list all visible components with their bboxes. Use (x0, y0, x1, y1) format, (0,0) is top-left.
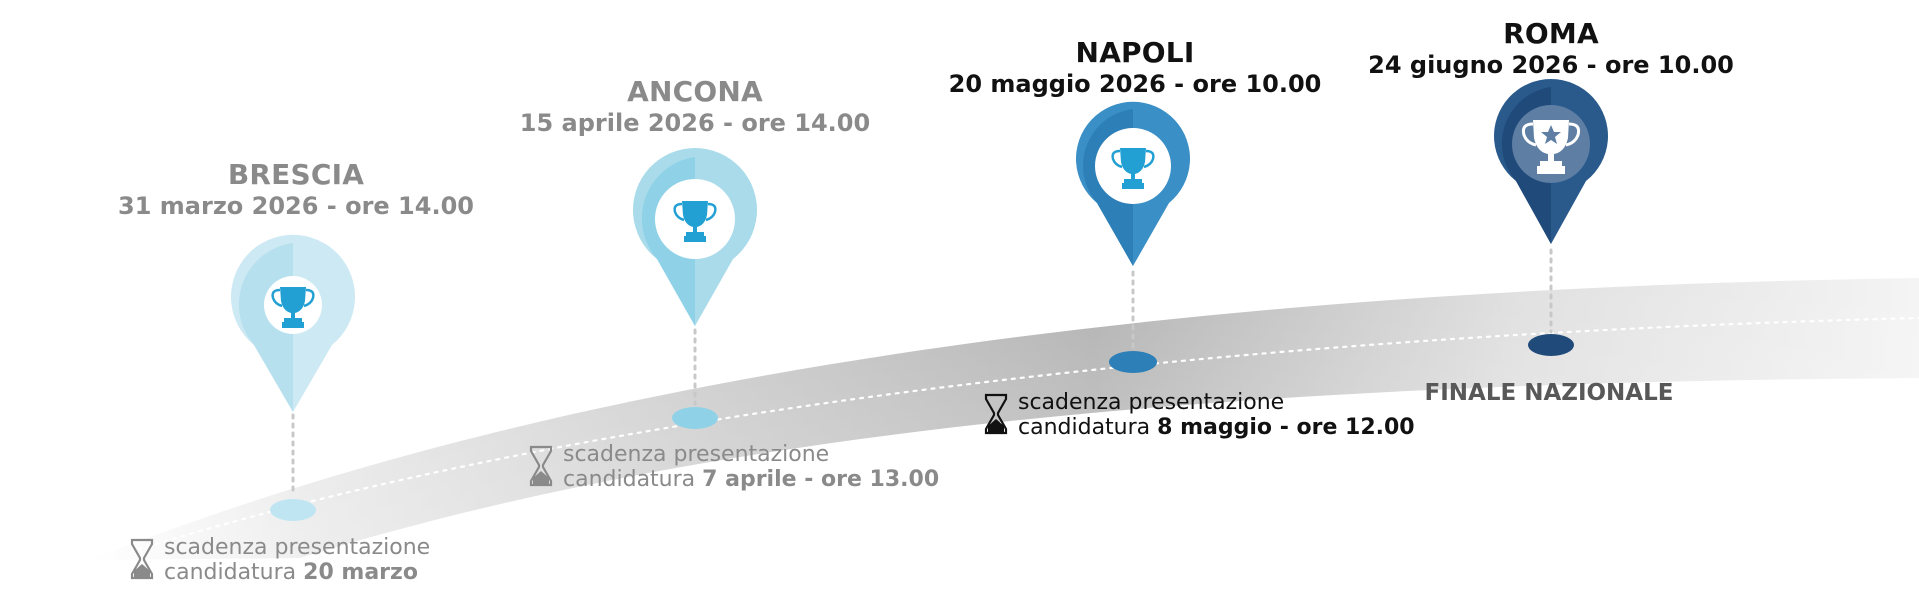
ancona-marker (672, 407, 718, 429)
deadline-date: 7 aprile - ore 13.00 (702, 466, 940, 492)
deadline-label: scadenza presentazione (164, 535, 431, 560)
road-band-fade (90, 278, 1919, 560)
deadline-prefix: candidatura (563, 466, 703, 492)
deadline-date: 8 maggio - ore 12.00 (1157, 414, 1415, 440)
ancona-pin (632, 148, 757, 326)
deadline-label: scadenza presentazione (563, 442, 830, 467)
road-dotted-line (128, 316, 1919, 554)
event-date: 31 marzo 2026 - ore 14.00 (118, 191, 474, 220)
event-date: 15 aprile 2026 - ore 14.00 (519, 108, 871, 137)
roma-pin (1494, 79, 1608, 245)
city-name: ROMA (1503, 17, 1599, 50)
trophy-star-icon (1521, 120, 1581, 174)
event-date: 24 giugno 2026 - ore 10.00 (1368, 50, 1734, 79)
napoli-pin (1076, 101, 1190, 266)
stage-label-brescia: BRESCIA 31 marzo 2026 - ore 14.00 (118, 158, 474, 220)
hourglass-icon (130, 538, 154, 580)
deadline-prefix: candidatura (164, 559, 304, 585)
city-name: BRESCIA (227, 158, 365, 191)
stage-label-ancona: ANCONA 15 aprile 2026 - ore 14.00 (519, 75, 871, 137)
trophy-icon (1111, 148, 1155, 189)
hourglass-icon (984, 393, 1008, 435)
deadline-label: scadenza presentazione (1018, 390, 1285, 415)
hourglass-icon (529, 445, 553, 487)
trophy-icon (271, 287, 315, 328)
brescia-marker (270, 499, 316, 521)
deadline-ancona: scadenza presentazione candidatura 7 apr… (529, 442, 940, 492)
napoli-marker (1109, 351, 1157, 373)
city-name: NAPOLI (1075, 36, 1195, 69)
deadline-prefix: candidatura (1018, 414, 1158, 440)
trophy-icon (673, 201, 717, 242)
stage-label-napoli: NAPOLI 20 maggio 2026 - ore 10.00 (948, 36, 1322, 98)
roma-marker (1528, 334, 1574, 356)
stage-label-roma: ROMA 24 giugno 2026 - ore 10.00 (1368, 17, 1734, 79)
deadline-brescia: scadenza presentazione candidatura 20 ma… (130, 535, 431, 585)
event-date: 20 maggio 2026 - ore 10.00 (948, 69, 1322, 98)
city-name: ANCONA (627, 75, 763, 108)
deadline-napoli: scadenza presentazione candidatura 8 mag… (984, 390, 1415, 440)
finale-label: FINALE NAZIONALE (1424, 380, 1674, 406)
deadline-date: 20 marzo (303, 559, 418, 585)
brescia-pin (230, 234, 355, 412)
